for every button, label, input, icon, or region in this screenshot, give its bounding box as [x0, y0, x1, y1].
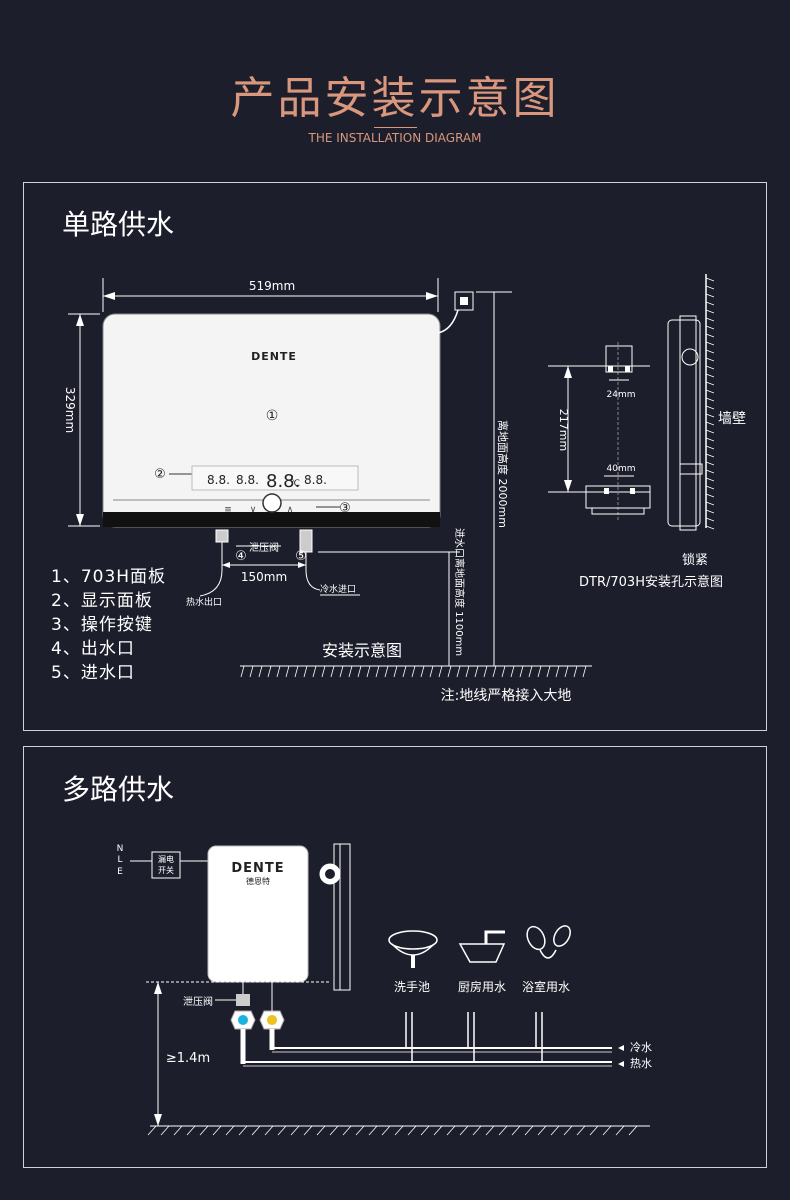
marker-1: ①	[266, 408, 279, 424]
cold-water-label: 冷水	[630, 1041, 652, 1054]
marker-4: ④	[235, 549, 247, 564]
wire-e: E	[117, 867, 123, 877]
single-supply-panel	[23, 182, 767, 731]
dim-217: 217mm	[557, 409, 570, 451]
hot-outlet-label: 热水出口	[186, 596, 222, 608]
pipe-gap-dimension: 150mm	[241, 570, 287, 584]
hot-water-label: 热水	[630, 1057, 652, 1070]
kitchen-sink-icon	[458, 930, 506, 963]
wire-n: N	[117, 844, 124, 854]
marker-5: ⑤	[295, 549, 307, 564]
svg-text:≡: ≡	[224, 505, 232, 515]
fixture-basin: 洗手池	[394, 980, 430, 994]
display-unit: ℃	[290, 479, 300, 489]
legend-item-5: 5、进水口	[51, 663, 135, 683]
wire-l: L	[117, 855, 122, 865]
dim-24: 24mm	[607, 390, 636, 400]
display-digits-1: 8.8.	[207, 473, 230, 487]
ground-note: 注:地线严格接入大地	[441, 687, 572, 704]
shower-icon	[526, 925, 571, 959]
fixture-kitchen: 厨房用水	[458, 979, 506, 994]
heater-bottom-strip	[103, 512, 440, 527]
leakage-switch	[151, 851, 181, 879]
switch-label-1: 漏电	[158, 854, 174, 864]
hole-caption: DTR/703H安装孔示意图	[579, 574, 723, 590]
dim-40: 40mm	[607, 464, 636, 474]
page-title: 产品安装示意图	[230, 73, 560, 124]
display-digits-3: 8.8.	[304, 473, 327, 487]
cold-inlet-label: 冷水进口	[320, 583, 356, 595]
inlet-height-label: 进水口离地面高度 1100mm	[453, 528, 466, 656]
fixture-bathroom: 浴室用水	[522, 979, 570, 994]
display-digits-2: 8.8.	[236, 473, 259, 487]
marker-2: ②	[154, 467, 166, 482]
multi-supply-title: 多路供水	[62, 773, 175, 806]
heater-brand: DENTE	[251, 350, 297, 363]
wall-label: 墙壁	[718, 411, 746, 427]
legend-item-2: 2、显示面板	[51, 591, 153, 611]
switch-label-2: 开关	[158, 865, 174, 875]
install-caption: 安装示意图	[322, 641, 402, 660]
legend-item-4: 4、出水口	[51, 639, 135, 659]
multi-heater-brand: DENTE	[231, 861, 284, 876]
svg-text:∧: ∧	[287, 505, 294, 515]
legend-item-1: 1、703H面板	[51, 567, 167, 587]
display-digits-main: 8.8.	[266, 471, 300, 492]
multi-heater-brand-cn: 德恩特	[246, 876, 270, 886]
svg-text:∨: ∨	[250, 505, 257, 515]
multi-relief-valve-label: 泄压阀	[183, 995, 213, 1008]
multi-supply-panel	[23, 746, 767, 1168]
lock-label: 锁紧	[682, 552, 708, 568]
legend-item-3: 3、操作按键	[51, 615, 153, 635]
height-dimension: 329mm	[63, 387, 77, 433]
ground-height-label: 离地面高度 2000mm	[496, 420, 510, 528]
title-underline	[374, 127, 417, 128]
power-button	[262, 493, 282, 513]
height-marker: ≥1.4m	[166, 1051, 210, 1066]
page-subtitle: THE INSTALLATION DIAGRAM	[308, 131, 482, 145]
single-supply-title: 单路供水	[62, 208, 175, 241]
width-dimension: 519mm	[249, 279, 295, 293]
marker-3: ③	[339, 501, 351, 516]
relief-valve-label: 泄压阀	[249, 541, 279, 554]
part-legend: 1、703H面板 2、显示面板 3、操作按键 4、出水口 5、进水口	[51, 565, 166, 685]
basin-icon	[388, 930, 438, 968]
